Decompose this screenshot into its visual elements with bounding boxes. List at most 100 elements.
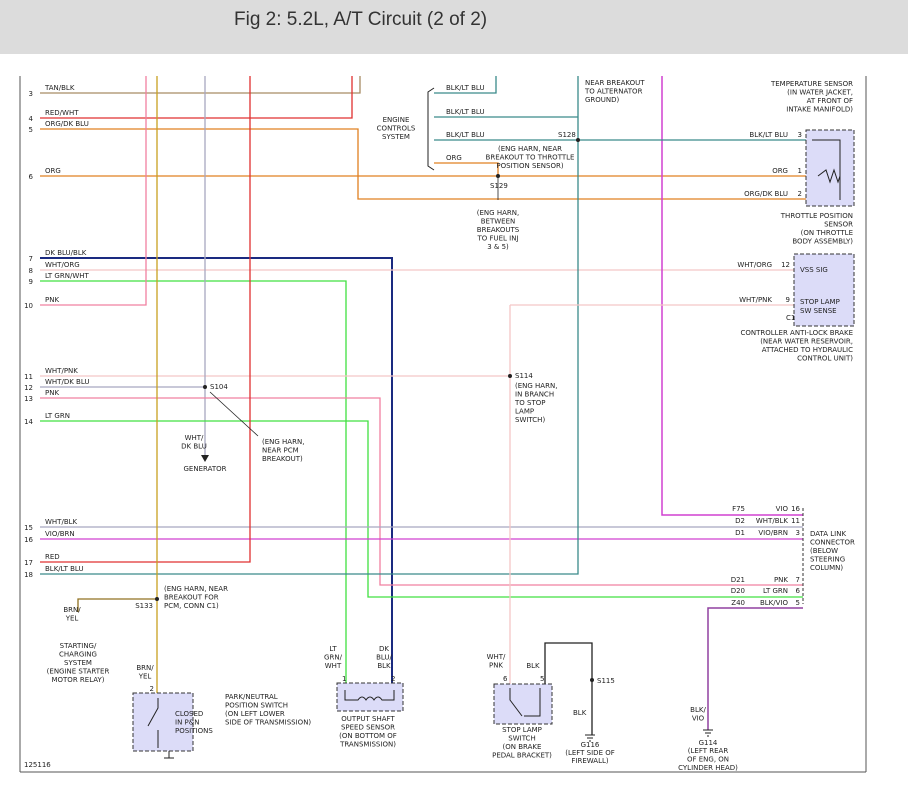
splice-s129 xyxy=(496,174,500,178)
stop-lamp-title: (ON BRAKE xyxy=(503,743,542,751)
dlc-wire-color: PNK xyxy=(774,576,788,584)
tps-title: BODY ASSEMBLY) xyxy=(792,238,853,246)
splice-s128 xyxy=(576,138,580,142)
s114-note: (ENG HARN, xyxy=(515,382,557,390)
dlc-pin: 3 xyxy=(796,529,800,537)
wire-number: 8 xyxy=(29,267,33,275)
stop-lamp-title: SWITCH xyxy=(508,735,535,743)
tps-pin: 1 xyxy=(798,167,802,175)
wire-label: BLK/LT BLU xyxy=(45,565,84,573)
wire-number: 14 xyxy=(24,418,33,426)
wire-label: RED xyxy=(45,553,60,561)
s114-label: S114 xyxy=(515,372,533,380)
splice-s104 xyxy=(203,385,207,389)
dlc-circuit: Z40 xyxy=(731,599,745,607)
g114-wire: BLK/ xyxy=(690,706,706,714)
s129-note: BREAKOUTS xyxy=(477,226,520,234)
generator-arrow-icon xyxy=(201,455,209,462)
wire-number: 15 xyxy=(24,524,33,532)
figure-header: Fig 2: 5.2L, A/T Circuit (2 of 2) xyxy=(0,0,908,54)
pn-title: PARK/NEUTRAL xyxy=(225,693,278,701)
ground-g116-icon xyxy=(585,734,595,742)
pn-inner: CLOSED xyxy=(175,710,203,718)
ecs-wire-label: BLK/LT BLU xyxy=(446,84,485,92)
wire-s133-starting xyxy=(77,598,157,612)
pn-wire: BRN/ xyxy=(136,664,154,672)
wire-label: WHT/DK BLU xyxy=(45,378,90,386)
g114-note: CYLINDER HEAD) xyxy=(678,764,738,772)
wire-layer xyxy=(40,76,806,735)
starting-wire: BRN/ xyxy=(63,606,81,614)
s133-label: S133 xyxy=(135,602,153,610)
abs-wire-label: WHT/PNK xyxy=(739,296,772,304)
abs-pin: 12 xyxy=(781,261,790,269)
dlc-circuit: D2 xyxy=(735,517,745,525)
g116-note: FIREWALL) xyxy=(571,757,609,765)
s128-note: POSITION SENSOR) xyxy=(496,162,563,170)
s115-label: S115 xyxy=(597,677,615,685)
tps-pin: 3 xyxy=(798,131,802,139)
wire-17-red xyxy=(40,76,251,563)
wire-number: 12 xyxy=(24,384,33,392)
s104-arrow xyxy=(209,391,259,437)
wire-number: 11 xyxy=(24,373,33,381)
s114-note: IN BRANCH xyxy=(515,391,554,399)
s128-note: BREAKOUT TO THROTTLE xyxy=(486,154,575,162)
dlc-title: (BELOW xyxy=(810,547,838,555)
ecs-title: CONTROLS xyxy=(377,125,416,133)
starting-wire: YEL xyxy=(65,615,79,623)
abs-title: CONTROLLER ANTI-LOCK BRAKE xyxy=(740,329,853,337)
dlc-pin: 7 xyxy=(796,576,800,584)
starting-title: (ENGINE STARTER xyxy=(47,668,110,676)
abs-title: ATTACHED TO HYDRAULIC xyxy=(762,346,853,354)
wire-label: PNK xyxy=(45,389,59,397)
figure-title: Fig 2: 5.2L, A/T Circuit (2 of 2) xyxy=(234,9,488,30)
starting-title: CHARGING xyxy=(59,651,97,659)
g116-label: G116 xyxy=(581,741,600,749)
wire-stop-lamp-blk xyxy=(544,642,593,735)
wire-label: RED/WHT xyxy=(45,109,79,117)
dlc-circuit: D21 xyxy=(731,576,745,584)
s129-note: (ENG HARN, xyxy=(477,209,519,217)
abs-pin: 9 xyxy=(786,296,790,304)
dlc-wire-color: BLK/VIO xyxy=(760,599,789,607)
abs-inner: VSS SIG xyxy=(800,266,828,274)
abs-controller-box xyxy=(793,253,855,327)
oss-title: (ON BOTTOM OF xyxy=(339,732,397,740)
wire-label: DK BLU/BLK xyxy=(45,249,87,257)
temp-sensor-title: AT FRONT OF xyxy=(807,97,853,105)
stop-pin: 6 xyxy=(503,675,508,683)
wire-number: 5 xyxy=(29,126,33,134)
abs-wire-label: WHT/ORG xyxy=(737,261,772,269)
dlc-title: DATA LINK xyxy=(810,530,846,538)
dlc-wire-color: VIO/BRN xyxy=(758,529,788,537)
s133-note: PCM, CONN C1) xyxy=(164,602,219,610)
g116-note: (LEFT SIDE OF xyxy=(565,749,615,757)
s129-note: 3 & 5) xyxy=(487,243,509,251)
wire-vio-dlc xyxy=(661,76,803,516)
ground-wire-blk: BLK xyxy=(573,709,587,717)
component-layer xyxy=(132,87,855,759)
tps-wire-label: ORG xyxy=(772,167,788,175)
oss-wire-right: DK xyxy=(379,645,389,653)
wire-ecs-1 xyxy=(434,76,497,94)
wire-4-red-wht xyxy=(40,76,353,119)
s114-note: SWITCH) xyxy=(515,416,545,424)
pn-title: SIDE OF TRANSMISSION) xyxy=(225,719,311,727)
wire-number: 17 xyxy=(24,559,33,567)
wire-label: WHT/ORG xyxy=(45,261,80,269)
wire-number: 3 xyxy=(29,90,33,98)
pn-title: (ON LEFT LOWER xyxy=(225,710,285,718)
temp-sensor-title: TEMPERATURE SENSOR xyxy=(770,80,853,88)
diagram-frame xyxy=(19,76,867,773)
wire-label: ORG/DK BLU xyxy=(45,120,89,128)
breakout-note: NEAR BREAKOUT xyxy=(585,79,645,87)
stop-pin: 5 xyxy=(540,675,544,683)
oss-coil-icon xyxy=(344,690,395,701)
dlc-circuit: F75 xyxy=(732,505,745,513)
wire-9-lt-grn-wht xyxy=(40,280,347,683)
ecs-wire-label: BLK/LT BLU xyxy=(446,131,485,139)
figure-number: 125116 xyxy=(24,761,51,769)
pn-pin: 2 xyxy=(150,685,154,693)
oss-pin: 1 xyxy=(342,675,346,683)
